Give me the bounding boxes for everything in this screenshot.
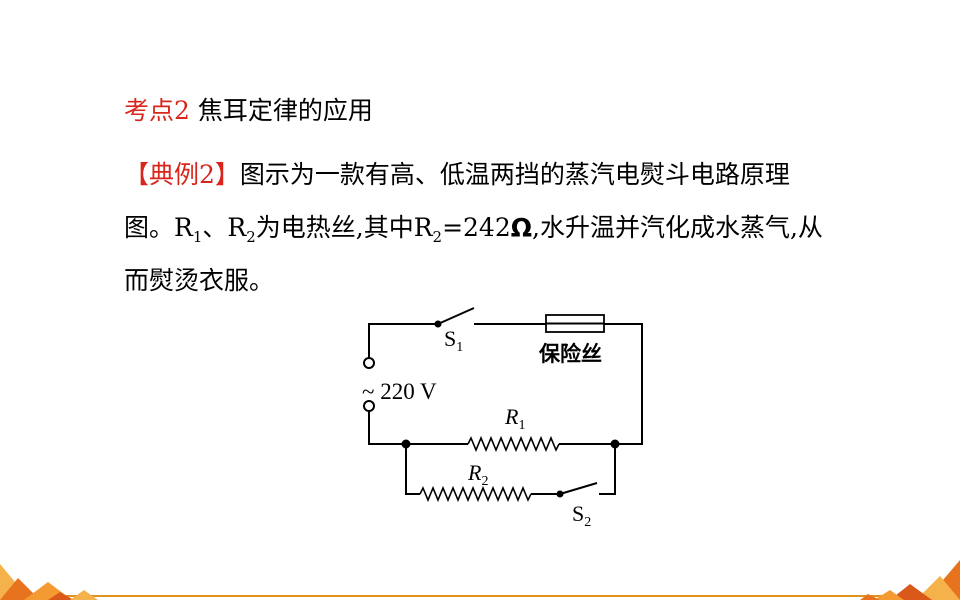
heading-title: 焦耳定律的应用 (197, 96, 373, 125)
r1-subscript: 1 (192, 228, 203, 246)
heading-prefix: 考点2 (124, 96, 190, 125)
circuit-diagram: S1 保险丝 ~ 220 V R1 R2 S2 (362, 307, 643, 530)
problem-line-2-d: =242 (442, 213, 511, 242)
problem-line-2-c: 为电热丝,其中R (255, 213, 433, 242)
problem-line-1-text: 图示为一款有高、低温两挡的蒸汽电熨斗电路原理 (239, 160, 790, 189)
section-heading: 考点2 焦耳定律的应用 (124, 94, 373, 128)
switch-s2-blade (559, 482, 598, 495)
r1-label: R1 (504, 404, 525, 433)
wire-right (604, 323, 643, 445)
omega-symbol: Ω (510, 213, 533, 242)
resistor-r2 (419, 485, 532, 503)
corner-decoration-right (860, 560, 960, 600)
bottom-rule (0, 595, 960, 597)
r2-subscript: 2 (246, 228, 256, 246)
problem-line-2-a: 图。R (124, 213, 193, 242)
wire-left-bottom (368, 411, 406, 445)
s1-label: S1 (444, 326, 463, 355)
problem-text: 【典例2】图示为一款有高、低温两挡的蒸汽电熨斗电路原理 图。R1、R2为电热丝,… (124, 148, 924, 307)
r2-value-subscript: 2 (432, 228, 443, 246)
wire-r2-left (405, 444, 420, 495)
problem-line-2: 图。R1、R2为电热丝,其中R2=242Ω,水升温并汽化成水蒸气,从 (124, 201, 924, 254)
problem-line-2-b: 、R (202, 213, 247, 242)
problem-line-3: 而熨烫衣服。 (124, 266, 275, 295)
problem-line-1: 【典例2】图示为一款有高、低温两挡的蒸汽电熨斗电路原理 (124, 148, 924, 201)
example-tag: 【典例2】 (124, 160, 240, 189)
corner-decoration-left (0, 564, 98, 600)
fuse-label: 保险丝 (538, 342, 602, 366)
problem-line-2-e: ,水升温并汽化成水蒸气,从 (532, 213, 823, 242)
wire-r2-right (599, 444, 616, 495)
s2-label: S2 (572, 501, 591, 530)
switch-s1-blade (437, 307, 475, 325)
resistor-r1 (467, 435, 560, 453)
terminal-top (363, 357, 375, 369)
wire-left-top (368, 323, 436, 358)
source-label: ~ 220 V (362, 379, 437, 404)
r2-label: R2 (467, 460, 488, 489)
